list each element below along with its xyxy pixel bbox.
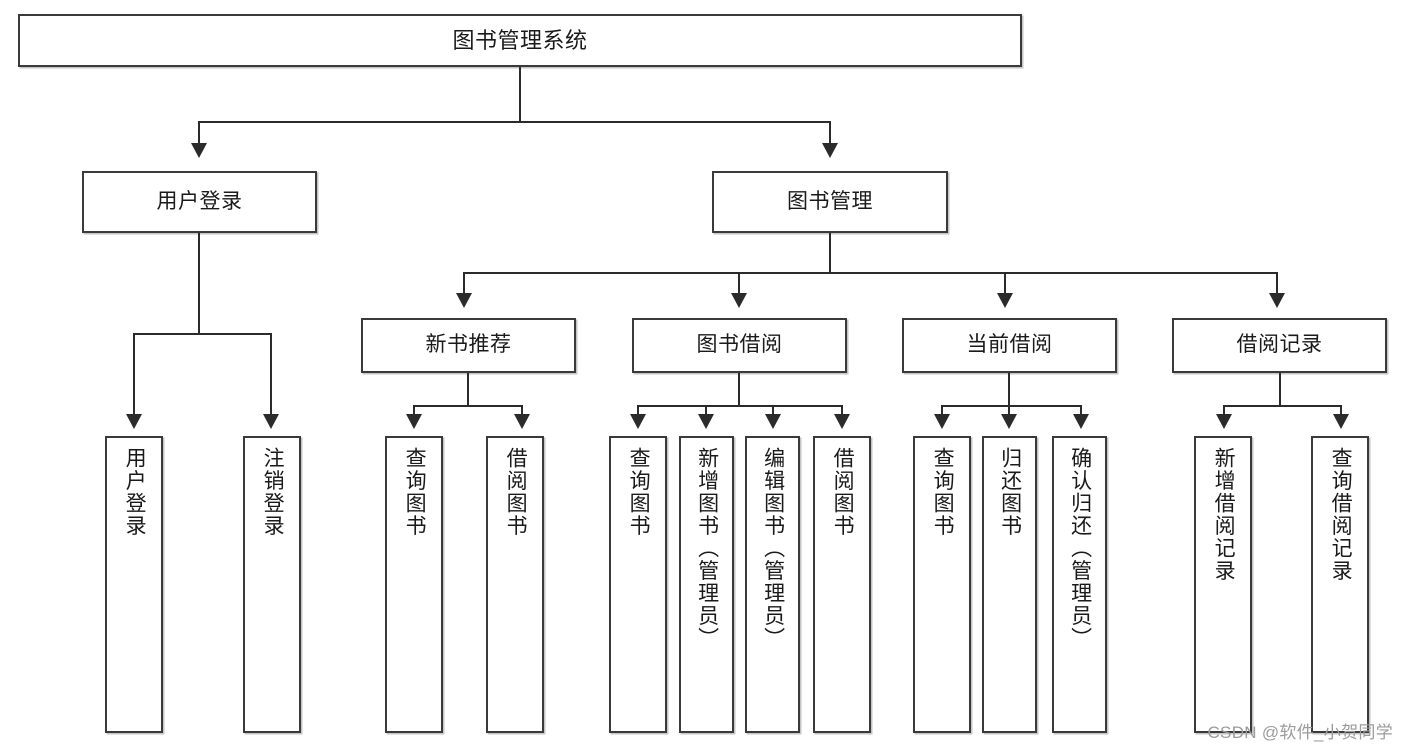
node-label: 确认归还（管理员） (1068, 447, 1092, 650)
arrow-to-book-borrow (731, 293, 747, 308)
connector-user-login-stem (198, 233, 200, 334)
arrow-to-leaf-logout (263, 414, 279, 429)
leaf-user-login[interactable]: 用户登录 (105, 436, 163, 733)
connector-book-borrow-bar (637, 405, 841, 407)
connector-borrow-record-bar (1223, 405, 1340, 407)
connector-borrow-record-stem (1279, 373, 1281, 406)
node-label: 查询图书 (931, 447, 955, 537)
connector-bm-to-new-book (463, 272, 465, 295)
arrow-to-borrow-record (1269, 293, 1285, 308)
connector-root-bar (198, 121, 830, 123)
connector-user-login-left (133, 333, 135, 416)
connector-new-book-bar (413, 405, 521, 407)
node-label: 图书管理系统 (452, 27, 588, 53)
arrow-to-leaf-add-book (698, 414, 714, 429)
arrow-to-user-login (191, 143, 207, 158)
leaf-query-book-1[interactable]: 查询图书 (385, 436, 443, 733)
node-label: 查询图书 (403, 447, 427, 537)
arrow-to-new-book-recommend (456, 293, 472, 308)
connector-new-book-right (521, 405, 523, 416)
arrow-to-leaf-query-book-1 (406, 414, 422, 429)
arrow-to-leaf-user-login (126, 414, 142, 429)
node-label: 图书管理 (787, 189, 873, 213)
node-current-borrow[interactable]: 当前借阅 (902, 318, 1117, 373)
leaf-borrow-book-1[interactable]: 借阅图书 (486, 436, 544, 733)
connector-root-to-book-management (829, 121, 831, 146)
leaf-add-record[interactable]: 新增借阅记录 (1194, 436, 1252, 733)
connector-bb-4 (841, 405, 843, 416)
leaf-query-book-3[interactable]: 查询图书 (913, 436, 971, 733)
connector-bb-3 (772, 405, 774, 416)
connector-cb-1 (941, 405, 943, 416)
connector-bm-to-current-borrow (1004, 272, 1006, 295)
leaf-edit-book[interactable]: 编辑图书（管理员） (745, 436, 800, 733)
connector-current-borrow-stem (1008, 373, 1010, 406)
arrow-to-current-borrow (997, 293, 1013, 308)
leaf-query-record[interactable]: 查询借阅记录 (1311, 436, 1369, 733)
node-label: 查询图书 (627, 447, 651, 537)
arrow-to-leaf-query-book-2 (630, 414, 646, 429)
node-label: 新书推荐 (425, 333, 512, 357)
connector-book-management-bar (463, 272, 1278, 274)
connector-bb-2 (705, 405, 707, 416)
node-root-system[interactable]: 图书管理系统 (18, 14, 1022, 67)
connector-new-book-left (413, 405, 415, 416)
arrow-to-book-management (822, 143, 838, 158)
connector-book-borrow-stem (738, 373, 740, 406)
connector-new-book-stem (467, 373, 469, 406)
connector-root-to-user-login (198, 121, 200, 146)
connector-cb-2 (1008, 405, 1010, 416)
leaf-confirm-return[interactable]: 确认归还（管理员） (1052, 436, 1107, 733)
connector-cb-3 (1080, 405, 1082, 416)
arrow-to-leaf-confirm-return (1073, 414, 1089, 429)
node-label: 归还图书 (998, 447, 1022, 537)
connector-br-2 (1340, 405, 1342, 416)
node-label: 借阅图书 (504, 447, 528, 537)
connector-bm-to-borrow-record (1276, 272, 1278, 295)
node-label: 图书借阅 (696, 333, 783, 357)
node-label: 用户登录 (156, 189, 243, 213)
leaf-borrow-book-2[interactable]: 借阅图书 (813, 436, 871, 733)
leaf-logout[interactable]: 注销登录 (243, 436, 301, 733)
connector-user-login-bar (133, 333, 270, 335)
arrow-to-leaf-borrow-book-1 (514, 414, 530, 429)
node-label: 用户登录 (123, 447, 147, 537)
connector-br-1 (1223, 405, 1225, 416)
leaf-add-book[interactable]: 新增图书（管理员） (679, 436, 734, 733)
connector-current-borrow-bar (941, 405, 1080, 407)
node-label: 注销登录 (261, 447, 285, 537)
node-borrow-record[interactable]: 借阅记录 (1172, 318, 1387, 373)
node-label: 查询借阅记录 (1329, 447, 1353, 582)
arrow-to-leaf-return-book (1001, 414, 1017, 429)
node-label: 新增图书（管理员） (695, 447, 719, 650)
leaf-query-book-2[interactable]: 查询图书 (609, 436, 667, 733)
node-label: 借阅图书 (831, 447, 855, 537)
node-user-login[interactable]: 用户登录 (82, 171, 317, 233)
node-label: 借阅记录 (1236, 333, 1323, 357)
connector-root-stem (519, 67, 521, 122)
arrow-to-leaf-borrow-book-2 (834, 414, 850, 429)
connector-bb-1 (637, 405, 639, 416)
node-label: 新增借阅记录 (1212, 447, 1236, 582)
arrow-to-leaf-edit-book (765, 414, 781, 429)
node-book-borrow[interactable]: 图书借阅 (632, 318, 847, 373)
connector-bm-to-book-borrow (738, 272, 740, 295)
connector-book-management-stem (829, 233, 831, 273)
arrow-to-leaf-query-record (1333, 414, 1349, 429)
arrow-to-leaf-query-book-3 (934, 414, 950, 429)
node-label: 当前借阅 (966, 333, 1053, 357)
leaf-return-book[interactable]: 归还图书 (982, 436, 1037, 733)
watermark-text: CSDN @软件_小贺同学 (1207, 723, 1393, 742)
connector-user-login-right (270, 333, 272, 416)
node-new-book-recommend[interactable]: 新书推荐 (361, 318, 576, 373)
arrow-to-leaf-add-record (1216, 414, 1232, 429)
node-book-management[interactable]: 图书管理 (712, 171, 948, 233)
node-label: 编辑图书（管理员） (761, 447, 785, 650)
